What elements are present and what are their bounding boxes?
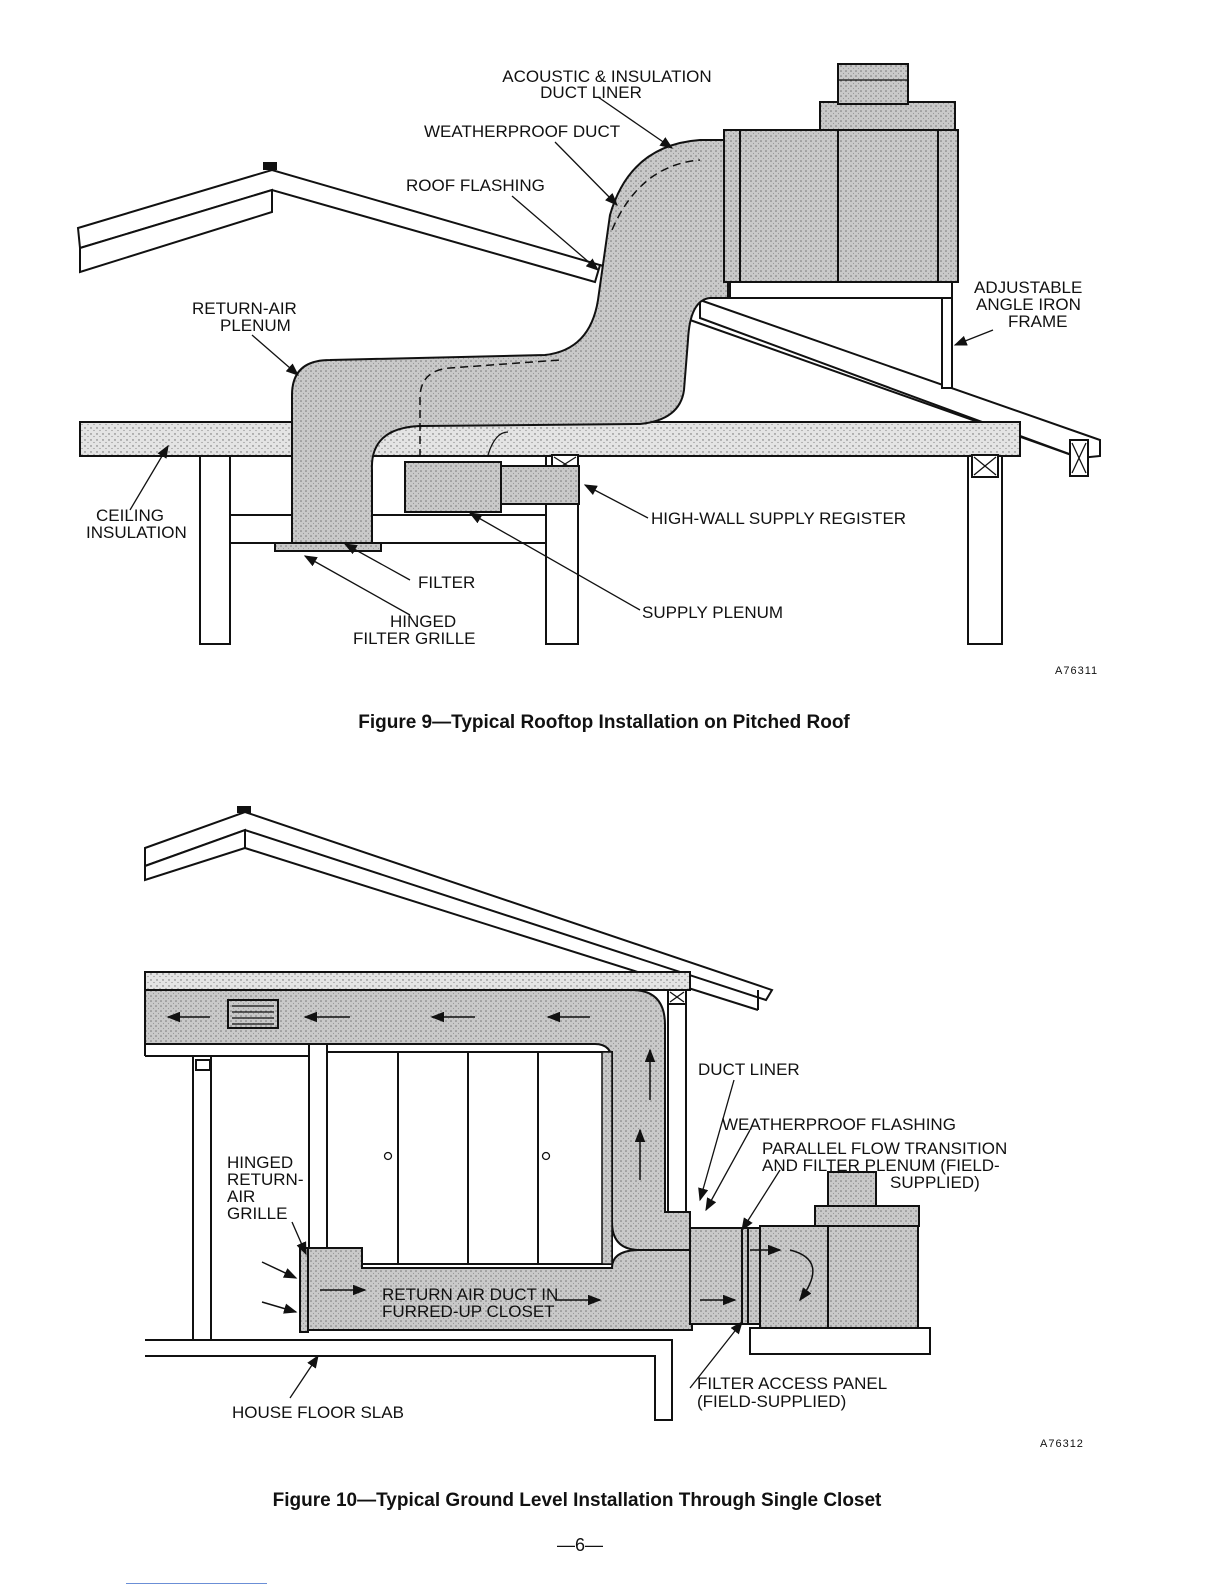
svg-text:FURRED-UP CLOSET: FURRED-UP CLOSET [382, 1302, 555, 1321]
supply-duct [144, 989, 691, 1251]
label-adjustable-l2: ANGLE IRON [976, 295, 1081, 314]
page-number: —6— [557, 1535, 603, 1555]
svg-text:FRAME: FRAME [1008, 312, 1068, 331]
label-acoustic-l1: ACOUSTIC & INSULATION [502, 67, 711, 86]
label-adjustable-l1: ADJUSTABLE [974, 278, 1082, 297]
figure-9-drawing [76, 63, 1101, 645]
svg-text:INSULATION: INSULATION [86, 523, 187, 542]
label-supply-plenum: SUPPLY PLENUM [642, 603, 783, 622]
svg-text:WEATHERPROOF FLASHING: WEATHERPROOF FLASHING [722, 1115, 956, 1134]
svg-text:SUPPLY PLENUM: SUPPLY PLENUM [642, 603, 783, 622]
label-filter-access-l1: FILTER ACCESS PANEL [697, 1374, 887, 1393]
label-return-air-l1: RETURN-AIR [192, 299, 297, 318]
figure-10-drawing [144, 806, 931, 1421]
figure-10-caption: Figure 10—Typical Ground Level Installat… [273, 1490, 882, 1511]
svg-text:HIGH-WALL SUPPLY REGISTER: HIGH-WALL SUPPLY REGISTER [651, 509, 906, 528]
svg-text:Figure 10—Typical Ground Level: Figure 10—Typical Ground Level Installat… [273, 1490, 882, 1511]
svg-text:ANGLE IRON: ANGLE IRON [976, 295, 1081, 314]
label-parallel-flow-l1: PARALLEL FLOW TRANSITION [762, 1139, 1007, 1158]
svg-text:DUCT LINER: DUCT LINER [698, 1060, 800, 1079]
svg-text:PLENUM: PLENUM [220, 316, 291, 335]
svg-text:ACOUSTIC & INSULATION: ACOUSTIC & INSULATION [502, 67, 711, 86]
label-parallel-flow-l3: SUPPLIED) [890, 1173, 980, 1192]
svg-text:(FIELD-SUPPLIED): (FIELD-SUPPLIED) [697, 1392, 846, 1411]
label-high-wall-register: HIGH-WALL SUPPLY REGISTER [651, 509, 906, 528]
label-hinged-return-l2: RETURN- [227, 1170, 304, 1189]
label-parallel-flow-l2: AND FILTER PLENUM (FIELD- [762, 1156, 1000, 1175]
ground-unit [749, 1171, 931, 1355]
figure-9-caption: Figure 9—Typical Rooftop Installation on… [358, 712, 850, 733]
svg-text:A76312: A76312 [1040, 1438, 1084, 1450]
filter-plenum [689, 1227, 761, 1325]
ceiling-insulation-10 [144, 971, 691, 991]
figure-10-code: A76312 [1040, 1438, 1084, 1450]
rooftop-unit [723, 63, 959, 389]
svg-text:HOUSE FLOOR SLAB: HOUSE FLOOR SLAB [232, 1403, 404, 1422]
svg-text:DUCT LINER: DUCT LINER [540, 83, 642, 102]
label-duct-liner: DUCT LINER [698, 1060, 800, 1079]
label-hinged-return-l4: GRILLE [227, 1204, 287, 1223]
return-grille [299, 1247, 309, 1333]
svg-text:RETURN-AIR: RETURN-AIR [192, 299, 297, 318]
svg-text:RETURN-: RETURN- [227, 1170, 304, 1189]
label-hinged-return-l3: AIR [227, 1187, 255, 1206]
svg-text:AIR: AIR [227, 1187, 255, 1206]
svg-text:WEATHERPROOF DUCT: WEATHERPROOF DUCT [424, 122, 620, 141]
label-filter-access-l2: (FIELD-SUPPLIED) [697, 1392, 846, 1411]
svg-text:FILTER GRILLE: FILTER GRILLE [353, 629, 476, 648]
figure-9-code: A76311 [1055, 665, 1098, 677]
label-adjustable-l3: FRAME [1008, 312, 1068, 331]
svg-text:FILTER ACCESS PANEL: FILTER ACCESS PANEL [697, 1374, 887, 1393]
svg-text:GRILLE: GRILLE [227, 1204, 287, 1223]
high-wall-register [500, 465, 580, 505]
svg-text:SUPPLIED): SUPPLIED) [890, 1173, 980, 1192]
label-hinged-return-l1: HINGED [227, 1153, 293, 1172]
label-ceiling-l1: CEILING [96, 506, 164, 525]
label-filter: FILTER [418, 573, 475, 592]
svg-text:Figure 9—Typical Rooftop Insta: Figure 9—Typical Rooftop Installation on… [358, 712, 850, 733]
label-ceiling-l2: INSULATION [86, 523, 187, 542]
floor-slab [145, 1339, 673, 1421]
svg-text:A76311: A76311 [1055, 665, 1098, 677]
svg-text:PARALLEL FLOW TRANSITION: PARALLEL FLOW TRANSITION [762, 1139, 1007, 1158]
airflow-arrows [166, 1011, 814, 1314]
label-house-floor-slab: HOUSE FLOOR SLAB [232, 1403, 404, 1422]
svg-text:HINGED: HINGED [390, 612, 456, 631]
label-return-duct-l2: FURRED-UP CLOSET [382, 1302, 555, 1321]
svg-text:RETURN AIR DUCT IN: RETURN AIR DUCT IN [382, 1285, 558, 1304]
label-weatherproof-flashing: WEATHERPROOF FLASHING [722, 1115, 956, 1134]
supply-plenum [404, 461, 502, 513]
svg-text:ADJUSTABLE: ADJUSTABLE [974, 278, 1082, 297]
pitched-roof [76, 162, 1101, 477]
svg-text:—6—: —6— [557, 1535, 603, 1555]
svg-text:FILTER: FILTER [418, 573, 475, 592]
closet-doors [326, 1051, 613, 1265]
label-roof-flashing: ROOF FLASHING [406, 176, 545, 195]
label-weatherproof-duct: WEATHERPROOF DUCT [424, 122, 620, 141]
svg-text:AND FILTER PLENUM (FIELD-: AND FILTER PLENUM (FIELD- [762, 1156, 1000, 1175]
ceiling-insulation [79, 421, 1021, 457]
label-return-air-l2: PLENUM [220, 316, 291, 335]
label-return-duct-l1: RETURN AIR DUCT IN [382, 1285, 558, 1304]
label-hinged-grille-l2: FILTER GRILLE [353, 629, 476, 648]
label-hinged-grille-l1: HINGED [390, 612, 456, 631]
svg-text:HINGED: HINGED [227, 1153, 293, 1172]
label-acoustic-l2: DUCT LINER [540, 83, 642, 102]
filter-grille [274, 542, 382, 552]
svg-text:ROOF FLASHING: ROOF FLASHING [406, 176, 545, 195]
svg-text:CEILING: CEILING [96, 506, 164, 525]
